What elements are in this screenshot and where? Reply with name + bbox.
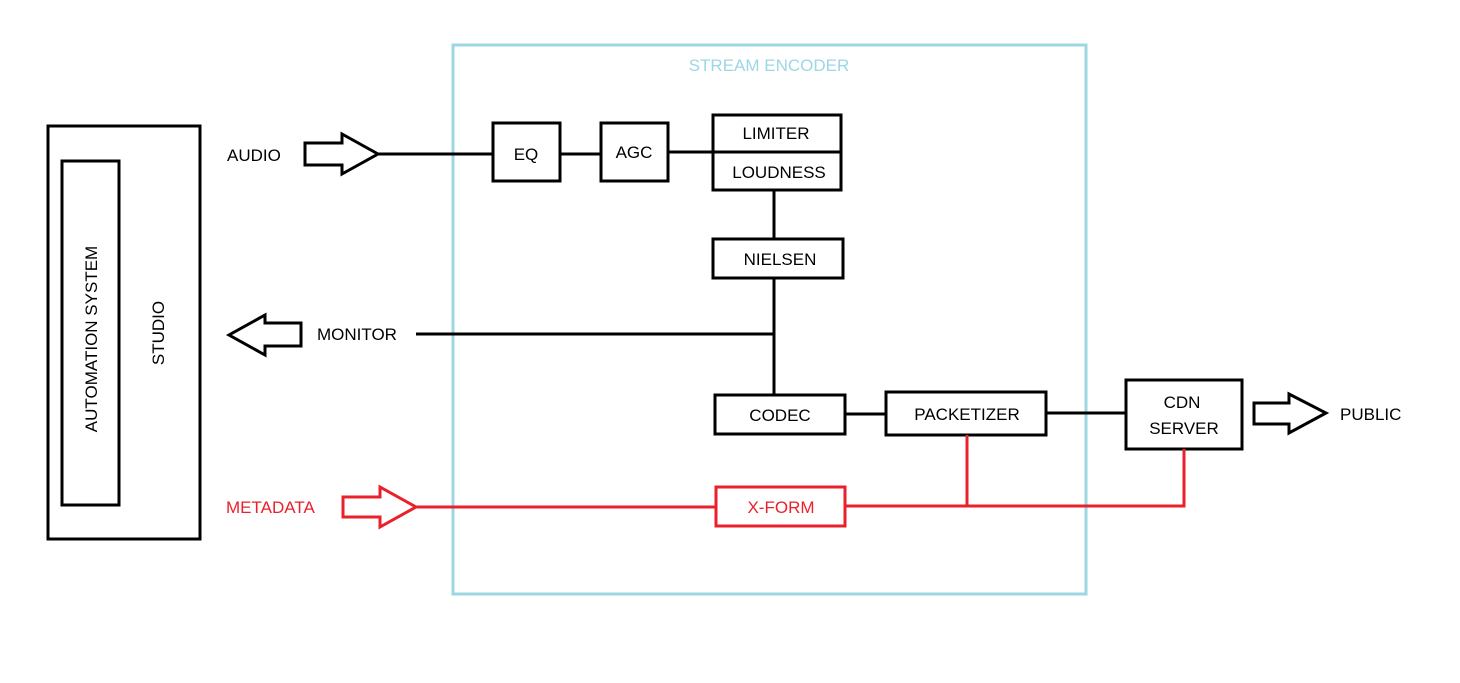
nielsen-block [711, 237, 845, 280]
codec-label: CODEC [749, 406, 810, 425]
studio-box [46, 124, 202, 541]
monitor-label: MONITOR [317, 325, 397, 344]
monitor-arrow-icon [225, 312, 303, 358]
automation-system-box [60, 159, 121, 507]
metadata-arrow-icon [341, 484, 420, 530]
eq-block [491, 121, 562, 183]
limiter-label: LIMITER [742, 124, 809, 143]
packetizer-label: PACKETIZER [914, 405, 1019, 424]
stream-encoder-title: STREAM ENCODER [689, 56, 850, 75]
public-label: PUBLIC [1340, 405, 1401, 424]
eq-label: EQ [514, 145, 539, 164]
audio-arrow-icon [303, 131, 382, 177]
agc-label: AGC [616, 143, 653, 162]
loudness-label: LOUDNESS [732, 163, 826, 182]
cdn-label-line1: CDN [1164, 393, 1201, 412]
nielsen-label: NIELSEN [744, 250, 817, 269]
public-arrow-icon [1252, 391, 1330, 436]
studio-label: STUDIO [149, 301, 168, 365]
metadata-label: METADATA [226, 498, 315, 517]
xform-metadata-bus [845, 449, 1186, 508]
cdn-label-line2: SERVER [1149, 419, 1219, 438]
cdn-server-block [1124, 378, 1244, 451]
xform-label: X-FORM [747, 498, 814, 517]
stream-encoder-frame [451, 43, 1088, 596]
automation-system-label: AUTOMATION SYSTEM [82, 246, 101, 432]
audio-label: AUDIO [227, 146, 281, 165]
